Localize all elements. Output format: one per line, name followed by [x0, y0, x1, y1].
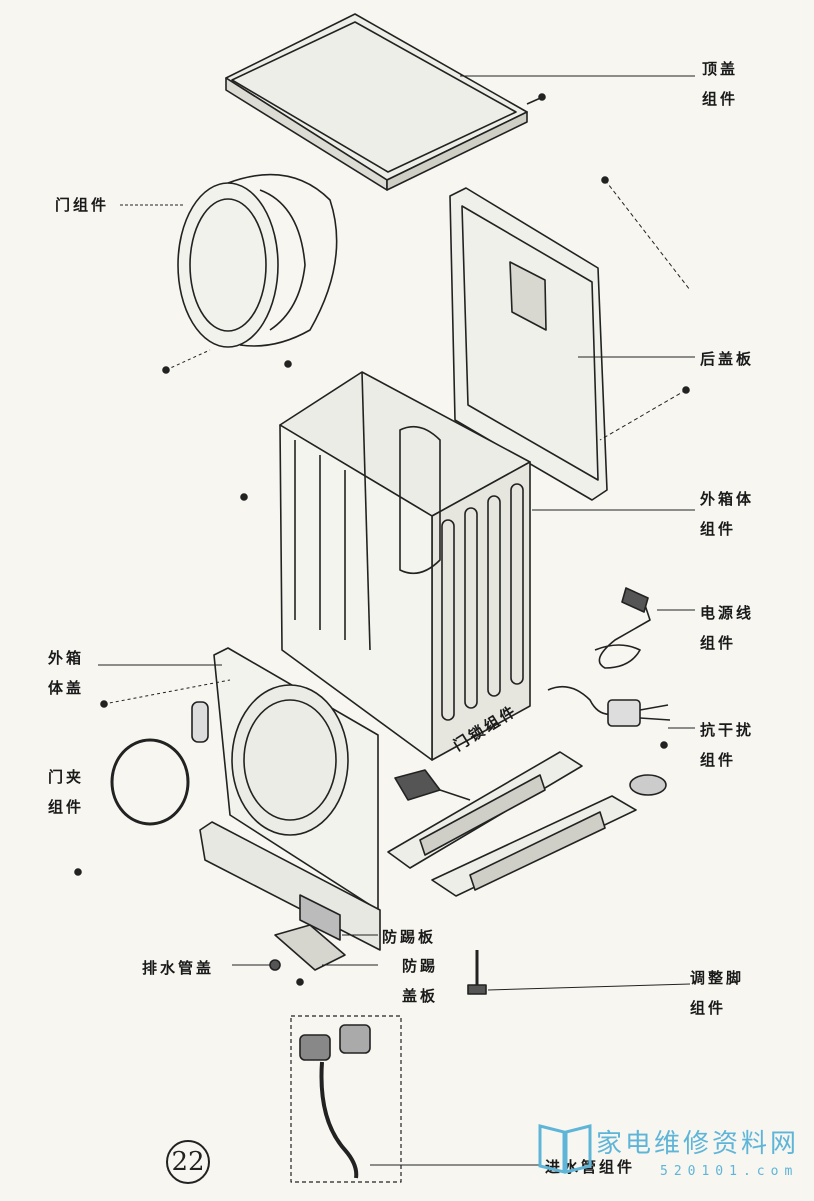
knob-part [629, 741, 668, 796]
label-door-clamp: 门夹 组件 [48, 768, 85, 816]
door-clamp-part [74, 701, 209, 876]
door-part [120, 173, 338, 374]
cabinet-cover-part [98, 647, 379, 911]
watermark-logo-icon [538, 1124, 592, 1174]
watermark-url: 520101.com [660, 1164, 799, 1179]
page-number: 22 [166, 1140, 210, 1184]
top-cover-part [225, 13, 695, 191]
label-cabinet: 外箱体 组件 [700, 490, 755, 538]
label-power-cord: 电源线 组件 [700, 604, 755, 652]
label-kick-cover: 防踢 盖板 [402, 957, 439, 1005]
label-back-panel: 后盖板 [700, 350, 755, 368]
label-adjust-foot: 调整脚 组件 [690, 969, 745, 1017]
label-door: 门组件 [55, 196, 110, 214]
door-lock-part [394, 769, 471, 801]
adjust-foot-part [467, 950, 691, 995]
label-suppressor: 抗干扰 组件 [700, 721, 755, 769]
power-cord-part [594, 587, 695, 669]
watermark-text: 家电维修资料网 [596, 1129, 800, 1159]
base-rails-part [387, 751, 637, 897]
cabinet-part [240, 360, 695, 761]
inlet-hose-part [290, 1015, 540, 1183]
label-drain-cover: 排水管盖 [142, 959, 215, 977]
label-top-cover: 顶盖 组件 [702, 60, 739, 108]
back-panel-part [449, 176, 695, 501]
kick-plate-part [199, 821, 381, 986]
label-cabinet-cover: 外箱 体盖 [48, 649, 85, 697]
suppressor-part [547, 685, 695, 729]
label-kick-plate: 防踢板 [382, 928, 437, 946]
